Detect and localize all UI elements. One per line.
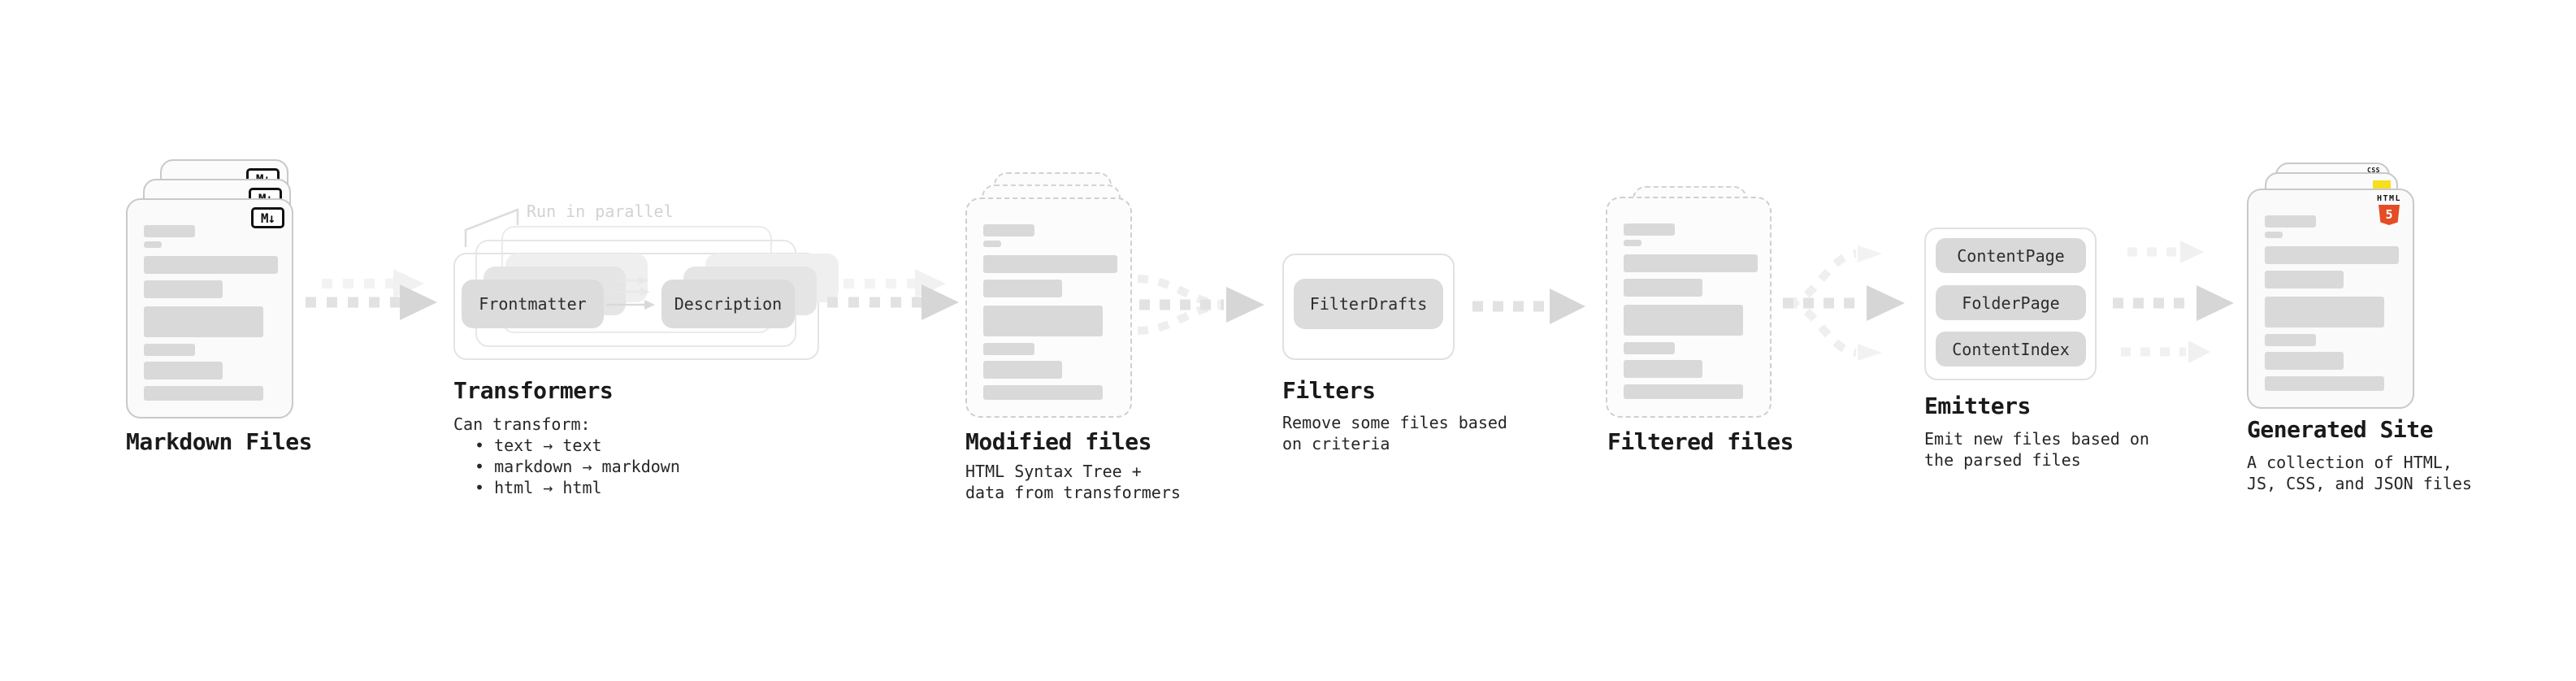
text-line-bar	[144, 241, 162, 248]
markdown-icon-text: M↓	[260, 210, 275, 226]
emitter-pill-contentpage: ContentPage	[1936, 238, 2086, 273]
run-in-parallel-leader-line	[464, 208, 519, 247]
details-line: Remove some files based	[1282, 413, 1507, 432]
text-line-bar	[1624, 384, 1743, 399]
text-line-bar	[2265, 246, 2399, 264]
text-line-bar	[144, 344, 195, 356]
text-line-bar	[983, 306, 1103, 336]
text-line-bar	[983, 343, 1034, 355]
text-line-bar	[983, 241, 1001, 247]
filtered-file-card	[1606, 197, 1772, 418]
details-line: A collection of HTML,	[2247, 453, 2452, 472]
stage-label-filters: Filters	[1282, 377, 1376, 404]
html5-shield-number: 5	[2385, 207, 2393, 222]
text-line-bar	[2265, 232, 2283, 238]
text-line-bar	[144, 256, 278, 274]
markdown-file-card: M↓	[126, 198, 293, 419]
arrows-emitters-to-generated	[2113, 241, 2234, 363]
stage-label-transformers: Transformers	[453, 377, 614, 404]
text-line-bar	[2265, 334, 2316, 346]
text-line-bar	[1624, 360, 1702, 378]
transformers-details: Can transform: • text → text • markdown …	[453, 414, 680, 498]
details-line: • text → text	[475, 436, 602, 455]
html5-icon-text: HTML	[2376, 194, 2402, 203]
markdown-icon: M↓	[251, 207, 284, 228]
modified-details: HTML Syntax Tree + data from transformer…	[965, 461, 1181, 503]
html5-shield: 5	[2379, 205, 2400, 225]
text-line-bar	[144, 280, 223, 298]
text-line-bar	[983, 385, 1103, 400]
filter-pill-filterdrafts: FilterDrafts	[1294, 279, 1443, 329]
details-line: the parsed files	[1924, 450, 2081, 470]
arrow-transformers-to-modified	[827, 269, 959, 320]
stage-label-filtered-files: Filtered files	[1607, 428, 1794, 455]
text-line-bar	[983, 255, 1117, 273]
html5-icon: HTML 5	[2372, 194, 2406, 225]
parallel-mini-arrows	[606, 276, 655, 310]
text-line-bar	[144, 306, 263, 337]
emitter-pill-contentindex: ContentIndex	[1936, 332, 2086, 367]
arrow-markdown-to-transformers	[306, 269, 437, 320]
emitters-details: Emit new files based on the parsed files	[1924, 428, 2149, 471]
arrow-filters-to-filtered	[1472, 288, 1585, 324]
text-line-bar	[1624, 305, 1743, 336]
css-icon-text: CSS	[2367, 167, 2380, 174]
stage-label-markdown-files: Markdown Files	[126, 428, 313, 455]
run-in-parallel-note: Run in parallel	[527, 202, 674, 221]
generated-file-card-html: HTML 5	[2247, 189, 2414, 409]
details-line: HTML Syntax Tree +	[965, 462, 1142, 481]
stage-label-emitters: Emitters	[1924, 393, 2031, 419]
text-line-bar	[983, 224, 1034, 236]
text-line-bar	[144, 362, 223, 380]
text-line-bar	[1624, 342, 1675, 354]
text-line-bar	[983, 361, 1062, 379]
text-line-bar	[144, 225, 195, 237]
modified-file-card	[965, 197, 1132, 418]
text-line-bar	[1624, 279, 1702, 297]
stage-label-generated-site: Generated Site	[2247, 416, 2434, 443]
arrow-modified-to-filters	[1137, 275, 1264, 335]
text-line-bar	[2265, 271, 2344, 288]
generated-details: A collection of HTML, JS, CSS, and JSON …	[2247, 452, 2472, 494]
text-line-bar	[2265, 215, 2316, 228]
details-line: • markdown → markdown	[475, 457, 680, 476]
text-line-bar	[2265, 297, 2384, 327]
text-line-bar	[2265, 376, 2384, 391]
text-line-bar	[1624, 254, 1758, 272]
text-line-bar	[983, 280, 1062, 297]
stage-label-modified-files: Modified files	[965, 428, 1152, 455]
details-line: Can transform:	[453, 414, 591, 434]
text-line-bar	[1624, 240, 1641, 246]
transformer-pill-frontmatter: Frontmatter	[462, 280, 604, 328]
filters-details: Remove some files based on criteria	[1282, 412, 1507, 454]
details-line: JS, CSS, and JSON files	[2247, 474, 2472, 493]
details-line: on criteria	[1282, 434, 1390, 453]
emitter-pill-folderpage: FolderPage	[1936, 285, 2086, 320]
details-line: • html → html	[475, 478, 602, 497]
details-line: data from transformers	[965, 483, 1181, 502]
js-icon	[2373, 180, 2391, 191]
text-line-bar	[144, 386, 263, 401]
transformer-pill-description: Description	[661, 280, 795, 328]
text-line-bar	[2265, 352, 2344, 370]
details-line: Emit new files based on	[1924, 429, 2149, 449]
text-line-bar	[1624, 223, 1675, 236]
arrow-filtered-to-emitters	[1783, 245, 1905, 361]
